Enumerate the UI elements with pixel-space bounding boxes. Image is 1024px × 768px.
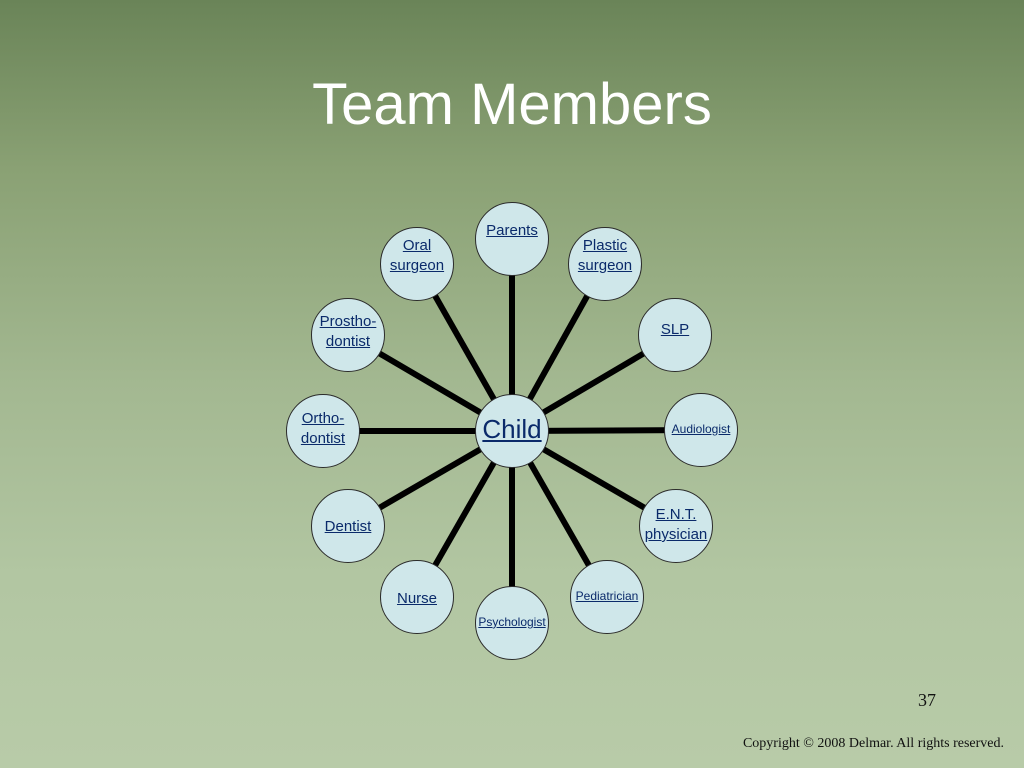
node-plastic-surgeon: Plastic surgeon — [568, 227, 642, 301]
node-child: Child — [475, 394, 549, 468]
node-label-parents: Parents — [486, 221, 538, 239]
node-label-oral-surgeon: Oral surgeon — [389, 236, 445, 274]
node-nurse: Nurse — [380, 560, 454, 634]
node-label-nurse: Nurse — [396, 589, 437, 607]
node-label-pediatrician: Pediatrician — [575, 588, 639, 603]
page-number: 37 — [918, 690, 936, 710]
node-orthodontist: Ortho- dontist — [286, 394, 360, 468]
node-label-audiologist: Audiologist — [671, 421, 731, 436]
node-dentist: Dentist — [311, 489, 385, 563]
node-pediatrician: Pediatrician — [570, 560, 644, 634]
node-label-plastic-surgeon: Plastic surgeon — [577, 236, 633, 274]
node-label-orthodontist: Ortho- dontist — [300, 409, 346, 447]
node-slp: SLP — [638, 298, 712, 372]
node-oral-surgeon: Oral surgeon — [380, 227, 454, 301]
node-label-ent-physician: E.N.T. physician — [644, 505, 708, 543]
node-audiologist: Audiologist — [664, 393, 738, 467]
node-parents: Parents — [475, 202, 549, 276]
copyright-notice: Copyright © 2008 Delmar. All rights rese… — [742, 736, 1004, 751]
node-prosthodontist: Prostho- dontist — [311, 298, 385, 372]
node-label-child: Child — [482, 414, 542, 445]
node-label-slp: SLP — [660, 320, 690, 338]
node-psychologist: Psychologist — [475, 586, 549, 660]
slide-title: Team Members — [312, 72, 712, 137]
node-ent-physician: E.N.T. physician — [639, 489, 713, 563]
node-label-prosthodontist: Prostho- dontist — [319, 312, 377, 350]
node-label-psychologist: Psychologist — [478, 614, 546, 629]
node-label-dentist: Dentist — [324, 517, 372, 535]
